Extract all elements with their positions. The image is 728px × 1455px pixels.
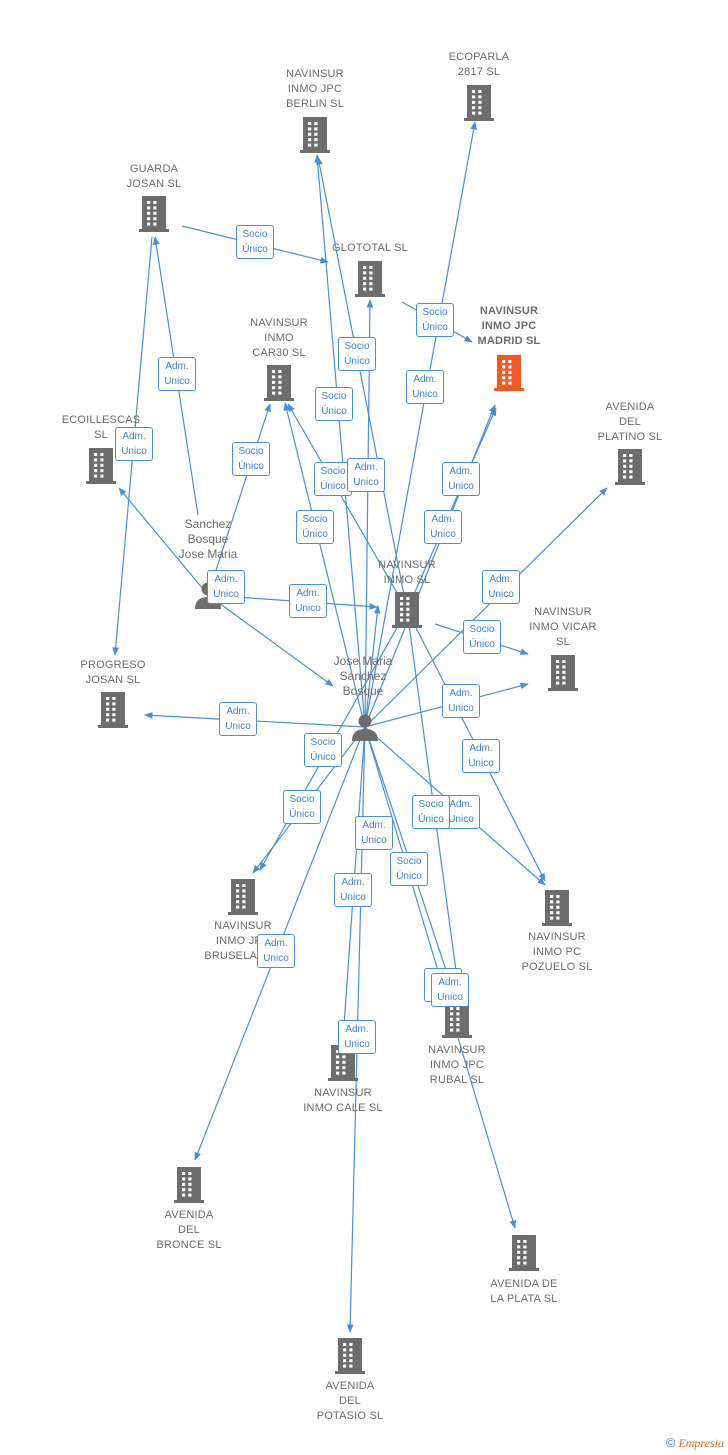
relation-badge: Socio Único xyxy=(314,462,352,496)
company-label-progreso[interactable]: PROGRESO JOSAN SL xyxy=(80,659,146,686)
company-label-bronce[interactable]: AVENIDA DEL BRONCE SL xyxy=(156,1209,222,1251)
building-icon[interactable] xyxy=(493,354,525,397)
relation-badge: Adm. Unico xyxy=(158,357,196,391)
relation-badge: Socio Único xyxy=(283,790,321,824)
person-icon[interactable] xyxy=(350,712,380,747)
company-label-guarda[interactable]: GUARDA JOSAN SL xyxy=(126,163,182,190)
relation-badge: Adm. Unico xyxy=(257,934,295,968)
building-icon[interactable] xyxy=(441,1001,473,1044)
company-label-rubal[interactable]: NAVINSUR INMO JPC RUBAL SL xyxy=(428,1044,486,1086)
relation-badge: Socio Único xyxy=(315,387,353,421)
relation-badge: Adm. Unico xyxy=(115,427,153,461)
building-icon[interactable] xyxy=(463,84,495,127)
building-icon[interactable] xyxy=(354,260,386,303)
building-icon[interactable] xyxy=(334,1337,366,1380)
relation-badge: Socio Único xyxy=(236,225,274,259)
building-icon[interactable] xyxy=(173,1166,205,1209)
relation-badge: Adm. Unico xyxy=(219,702,257,736)
building-icon[interactable] xyxy=(138,195,170,238)
relation-badge: Socio Único xyxy=(304,733,342,767)
company-label-ecoparla[interactable]: ECOPARLA 2817 SL xyxy=(448,51,510,78)
relation-edge xyxy=(118,487,209,596)
company-label-car30[interactable]: NAVINSUR INMO CAR30 SL xyxy=(250,317,308,359)
company-label-plata[interactable]: AVENIDA DE LA PLATA SL xyxy=(490,1278,558,1305)
company-label-potasio[interactable]: AVENIDA DEL POTASIO SL xyxy=(316,1380,384,1422)
relation-edge xyxy=(364,299,374,728)
relation-badge: Adm. Unico xyxy=(442,462,480,496)
company-label-pozuelo[interactable]: NAVINSUR INMO PC POZUELO SL xyxy=(521,931,593,973)
relation-badge: Adm. Unico xyxy=(347,458,385,492)
relation-badge: Socio Único xyxy=(412,795,450,829)
relation-badge: Adm. Unico xyxy=(355,816,393,850)
company-label-berlin[interactable]: NAVINSUR INMO JPC BERLIN SL xyxy=(285,68,345,110)
relation-badge: Adm. Unico xyxy=(334,873,372,907)
relation-badge: Socio Único xyxy=(296,510,334,544)
company-label-ecoillescas[interactable]: ECOILLESCAS SL xyxy=(61,414,141,441)
relation-badge: Adm. Unico xyxy=(406,370,444,404)
building-icon[interactable] xyxy=(299,116,331,159)
relation-edge xyxy=(364,605,381,728)
company-label-platino[interactable]: AVENIDA DEL PLATINO SL xyxy=(597,401,663,443)
relation-edge xyxy=(283,402,366,728)
company-label-vicar[interactable]: NAVINSUR INMO VICAR SL xyxy=(529,606,597,648)
company-label-cale[interactable]: NAVINSUR INMO CALE SL xyxy=(303,1087,383,1114)
relation-badge: Adm. Unico xyxy=(482,570,520,604)
relation-edge xyxy=(207,594,334,687)
company-label-madrid[interactable]: NAVINSUR INMO JPC MADRID SL xyxy=(477,305,541,347)
building-icon[interactable] xyxy=(85,447,117,490)
relation-badge: Adm. Unico xyxy=(289,584,327,618)
building-icon[interactable] xyxy=(547,654,579,697)
building-icon[interactable] xyxy=(263,364,295,407)
relation-edge xyxy=(364,487,608,728)
relation-badge: Adm. Unico xyxy=(442,684,480,718)
relation-badge: Adm. Unico xyxy=(424,510,462,544)
building-icon[interactable] xyxy=(508,1234,540,1277)
footer-brand[interactable]: ©Empresia xyxy=(666,1435,724,1451)
relation-badge: Adm. Unico xyxy=(431,973,469,1007)
relation-badge: Adm. Unico xyxy=(338,1020,376,1054)
building-icon[interactable] xyxy=(541,889,573,932)
company-label-glototal[interactable]: GLOTOTAL SL xyxy=(332,242,408,254)
copyright-icon: © xyxy=(665,1435,676,1450)
relation-edge xyxy=(207,403,271,596)
relation-badge: Adm. Unico xyxy=(462,739,500,773)
person-label-jose[interactable]: Jose Maria Sanchez Bosque xyxy=(333,654,393,698)
relation-edge xyxy=(287,403,408,611)
relation-badge: Adm. Unico xyxy=(207,570,245,604)
relation-badge: Socio Único xyxy=(338,337,376,371)
relation-badge: Socio Único xyxy=(463,620,501,654)
relation-edge xyxy=(314,154,366,728)
relation-badge: Socio Único xyxy=(232,442,270,476)
building-icon[interactable] xyxy=(391,591,423,634)
relation-edge xyxy=(364,121,477,728)
relation-edge xyxy=(406,407,497,611)
building-icon[interactable] xyxy=(97,691,129,734)
building-icon[interactable] xyxy=(227,878,259,921)
brand-logo-text: Empresia xyxy=(678,1436,724,1450)
relation-badge: Socio Único xyxy=(416,303,454,337)
building-icon[interactable] xyxy=(614,448,646,491)
company-label-inmo[interactable]: NAVINSUR INMO SL xyxy=(378,559,436,586)
relation-edge xyxy=(316,156,408,611)
relation-badge: Socio Único xyxy=(390,852,428,886)
person-label-sanchez[interactable]: Sanchez Bosque Jose Maria xyxy=(178,517,238,561)
